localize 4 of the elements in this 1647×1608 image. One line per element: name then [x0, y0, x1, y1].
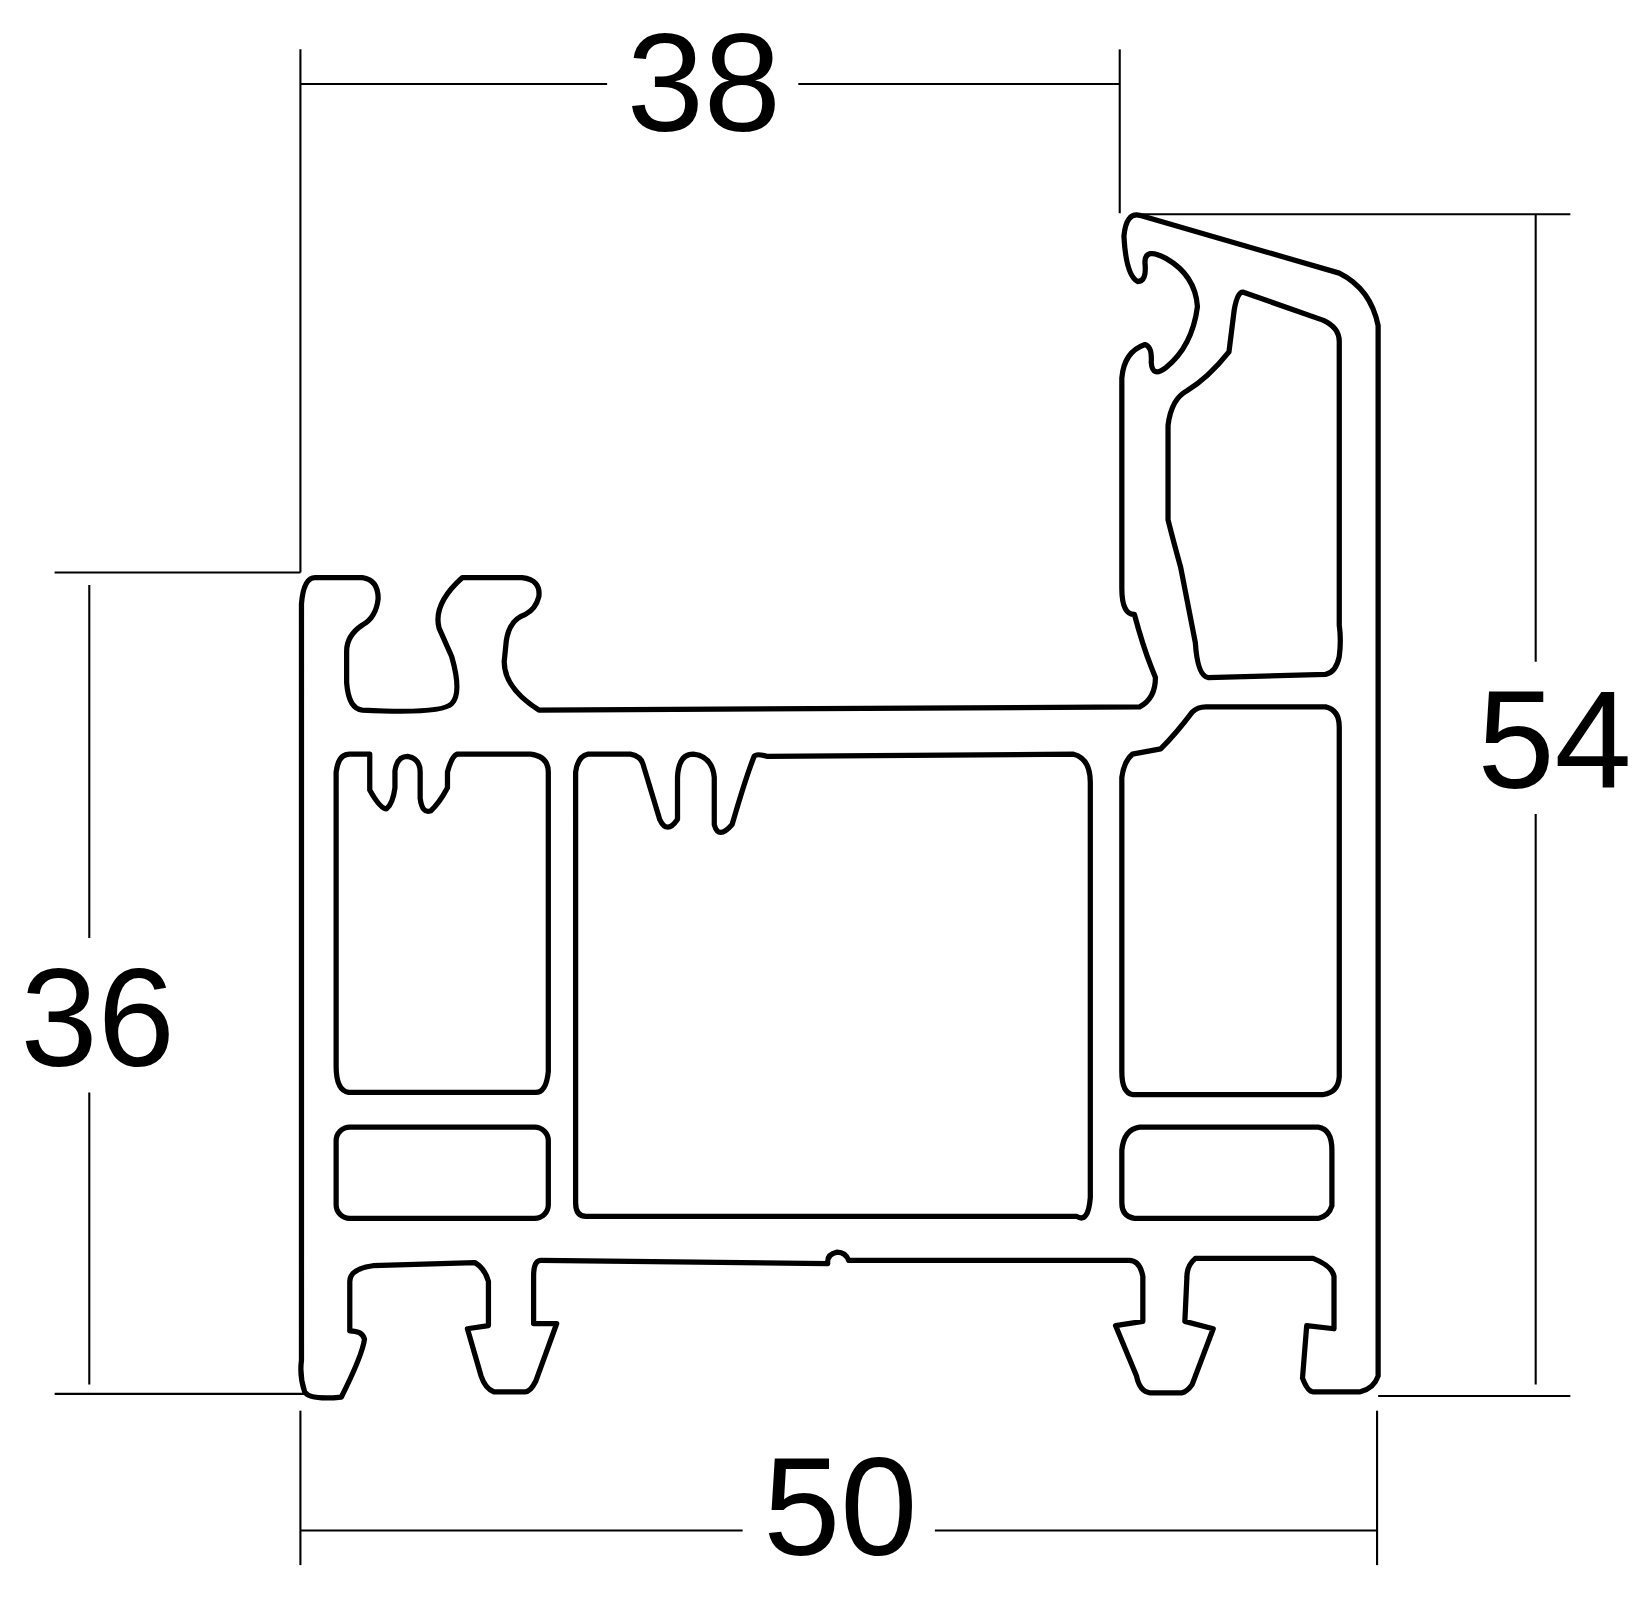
dimension-value: 50 [763, 1438, 918, 1577]
dimension-value: 54 [1477, 671, 1632, 810]
dimension-value: 36 [20, 949, 175, 1089]
dimension-value: 38 [626, 14, 781, 154]
